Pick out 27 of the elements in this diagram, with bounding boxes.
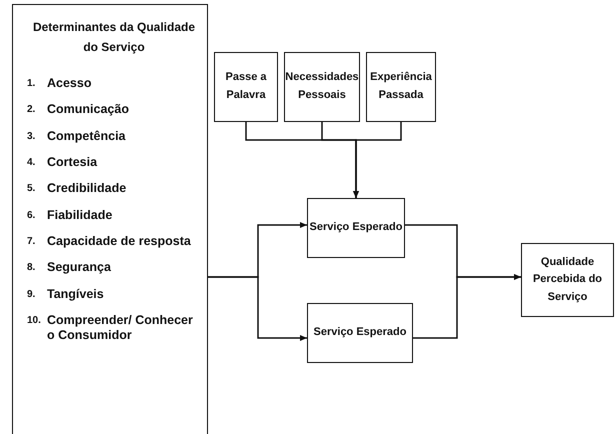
box-label: Experiência Passada <box>369 70 433 103</box>
list-item: 2. Comunicação <box>27 102 130 117</box>
list-item: 9. Tangíveis <box>27 286 105 302</box>
list-item: 8. Segurança <box>27 260 112 275</box>
arrow <box>353 122 402 198</box>
list-item: 5. Credibilidade <box>27 181 128 196</box>
process-box <box>307 198 405 258</box>
list-item: 6. Fiabilidade <box>27 208 114 222</box>
box-label: Serviço Esperado <box>310 220 402 236</box>
arrow <box>208 276 307 341</box>
list-item: 1. Acesso <box>27 76 92 90</box>
list-item: 3. Competência <box>27 128 126 143</box>
list-item: 7. Capacidade de resposta <box>27 234 192 248</box>
list-box <box>12 4 208 434</box>
process-box <box>307 303 413 363</box>
box-label: Qualidade Percebida do Serviço <box>532 254 604 305</box>
process-box <box>284 52 360 122</box>
list-heading: Determinantes da Qualidade do Serviço <box>32 19 196 56</box>
box-label: Passe a Palavra <box>224 70 268 103</box>
process-box <box>521 243 614 317</box>
process-box <box>366 52 436 122</box>
list-item: 10. Compreender/ Conhecer o Consumidor <box>27 313 194 342</box>
box-label: Serviço Esperado <box>314 325 406 340</box>
process-box <box>214 52 278 122</box>
box-label: Necessidades Pessoais <box>285 70 359 103</box>
list-item: 4. Cortesia <box>27 154 98 170</box>
arrow <box>413 274 521 339</box>
